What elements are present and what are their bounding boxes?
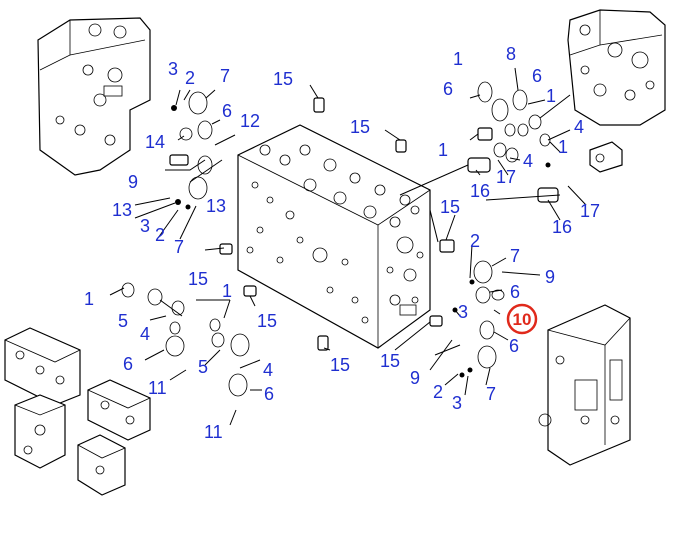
callout-15: 15 bbox=[350, 117, 370, 137]
highlight-part-10[interactable]: 10 bbox=[506, 303, 538, 335]
callout-1: 1 bbox=[453, 49, 463, 69]
callout-6: 6 bbox=[510, 282, 520, 302]
callout-6: 6 bbox=[532, 66, 542, 86]
valve-section-right bbox=[538, 304, 631, 466]
callout-1: 1 bbox=[558, 137, 568, 157]
callout-17: 17 bbox=[496, 167, 516, 187]
callout-11: 11 bbox=[204, 422, 223, 442]
callout-1: 1 bbox=[546, 86, 556, 106]
callout-4: 4 bbox=[263, 360, 273, 380]
callout-5: 5 bbox=[198, 357, 208, 377]
callout-7: 7 bbox=[510, 246, 520, 266]
callout-1: 1 bbox=[438, 140, 448, 160]
callout-9: 9 bbox=[128, 172, 138, 192]
valve-section-bottom-left bbox=[4, 327, 151, 496]
valve-section-top-right bbox=[567, 9, 666, 126]
callout-6: 6 bbox=[123, 354, 133, 374]
callout-2: 2 bbox=[470, 231, 480, 251]
callout-3: 3 bbox=[452, 393, 462, 413]
callout-7: 7 bbox=[174, 237, 184, 257]
callout-15: 15 bbox=[380, 351, 400, 371]
callout-15: 15 bbox=[273, 69, 293, 89]
callout-15: 15 bbox=[330, 355, 350, 375]
callout-3: 3 bbox=[168, 59, 178, 79]
callout-6: 6 bbox=[443, 79, 453, 99]
callout-9: 9 bbox=[410, 368, 420, 388]
callout-15: 15 bbox=[188, 269, 208, 289]
callout-1: 1 bbox=[222, 281, 232, 301]
callout-2: 2 bbox=[185, 68, 195, 88]
fitting-plug bbox=[589, 141, 623, 173]
callout-2: 2 bbox=[155, 225, 165, 245]
callout-labels: 3 2 7 6 12 14 9 13 13 3 2 7 15 1 5 4 6 1… bbox=[84, 44, 600, 442]
callout-17: 17 bbox=[580, 201, 600, 221]
callout-8: 8 bbox=[506, 44, 516, 64]
callout-6: 6 bbox=[222, 101, 232, 121]
callout-2: 2 bbox=[433, 382, 443, 402]
callout-3: 3 bbox=[458, 302, 468, 322]
callout-7: 7 bbox=[220, 66, 230, 86]
valve-section-top-left bbox=[37, 17, 151, 176]
callout-4: 4 bbox=[140, 324, 150, 344]
callout-16: 16 bbox=[552, 217, 572, 237]
callout-6: 6 bbox=[264, 384, 274, 404]
leader-lines bbox=[109, 67, 587, 426]
callout-11: 11 bbox=[148, 378, 167, 398]
callout-7: 7 bbox=[486, 384, 496, 404]
callout-4: 4 bbox=[574, 117, 584, 137]
callout-6: 6 bbox=[509, 336, 519, 356]
main-valve-block bbox=[237, 124, 431, 349]
callout-15: 15 bbox=[440, 197, 460, 217]
callout-12: 12 bbox=[240, 111, 260, 131]
callout-9: 9 bbox=[545, 267, 555, 287]
callout-4: 4 bbox=[523, 151, 533, 171]
small-parts bbox=[171, 105, 551, 378]
callout-15: 15 bbox=[257, 311, 277, 331]
callout-13: 13 bbox=[112, 200, 132, 220]
callout-5: 5 bbox=[118, 311, 128, 331]
highlight-label: 10 bbox=[513, 310, 532, 329]
callout-1: 1 bbox=[84, 289, 94, 309]
o-rings-and-seals bbox=[121, 81, 551, 397]
callout-14: 14 bbox=[145, 132, 165, 152]
callout-13: 13 bbox=[206, 196, 226, 216]
callout-3: 3 bbox=[140, 216, 150, 236]
callout-16: 16 bbox=[470, 181, 490, 201]
